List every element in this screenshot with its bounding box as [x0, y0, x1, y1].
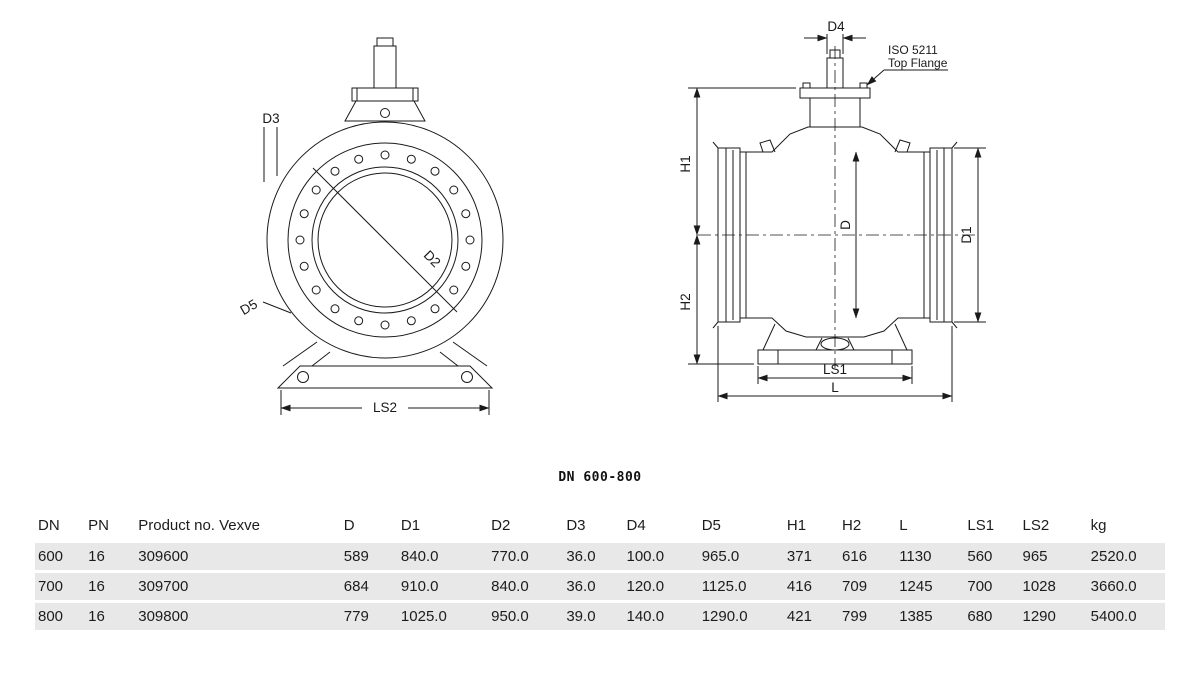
dim-label-h2: H2 — [678, 293, 693, 310]
table-cell: 965.0 — [698, 543, 784, 573]
column-header: D1 — [400, 517, 421, 534]
table-cell: 950.0 — [488, 601, 564, 633]
table-cell: 800 — [35, 601, 86, 633]
table-cell: 5400.0 — [1087, 601, 1165, 633]
column-header: D5 — [701, 517, 721, 534]
table-cell: 1385 — [896, 601, 965, 633]
dim-label-ls1: LS1 — [823, 362, 847, 377]
table-cell: 840.0 — [488, 571, 564, 603]
column-header: D — [343, 517, 355, 534]
column-header: D2 — [491, 517, 511, 534]
table-cell: 16 — [85, 601, 136, 633]
dim-label-d1: D1 — [959, 226, 974, 243]
column-header: L — [899, 517, 908, 534]
dim-label-h1: H1 — [678, 155, 693, 172]
table-cell: 1290.0 — [698, 601, 784, 633]
column-header: PN — [88, 517, 109, 534]
iso-annotation-line2: Top Flange — [888, 56, 948, 70]
spec-table-header-row: DN PN Product no. Vexve D D1 D2 D3 D4 D5 H1 H2 L LS1… — [35, 512, 1165, 543]
side-dimensions — [688, 34, 986, 402]
right-lug — [894, 139, 911, 153]
table-cell: 421 — [783, 601, 840, 633]
table-cell: 910.0 — [397, 571, 489, 603]
table-cell: 2520.0 — [1087, 543, 1165, 573]
table-cell: 36.0 — [563, 571, 624, 603]
table-cell: 371 — [783, 543, 840, 573]
valve-drawing-svg: D3 D2 D5 LS2 D4 H1 H2 D D1 LS1 L ISO 521… — [238, 19, 986, 415]
table-cell: 1025.0 — [397, 601, 489, 633]
table-cell: 709 — [839, 571, 897, 603]
table-cell: 770.0 — [488, 543, 564, 573]
table-cell: 36.0 — [563, 543, 624, 573]
table-cell: 965 — [1019, 543, 1088, 573]
table-cell: 600 — [35, 543, 86, 573]
table-cell: 700 — [35, 571, 86, 603]
column-header: LS1 — [967, 517, 995, 534]
drawing-caption: DN 600-800 — [558, 470, 642, 485]
dim-label-d5: D5 — [238, 296, 260, 318]
table-cell: 16 — [85, 543, 136, 573]
mounting-base-front — [276, 341, 494, 389]
table-cell: 3660.0 — [1087, 571, 1165, 603]
column-header: kg — [1090, 517, 1107, 534]
mounting-base-side — [757, 323, 913, 365]
table-cell: 416 — [783, 571, 840, 603]
table-cell: 39.0 — [563, 601, 624, 633]
table-cell: 616 — [839, 543, 897, 573]
table-cell: 779 — [340, 601, 398, 633]
table-cell: 100.0 — [623, 543, 699, 573]
table-cell: 589 — [340, 543, 398, 573]
dim-label-l: L — [831, 380, 839, 395]
column-header: H2 — [842, 517, 862, 534]
bolt-holes — [295, 150, 475, 330]
stem-front — [344, 37, 426, 122]
bore-outer-circle — [311, 166, 459, 314]
table-cell: 1125.0 — [698, 571, 784, 603]
column-header: Product no. Vexve — [138, 517, 260, 534]
table-cell: 684 — [340, 571, 398, 603]
front-dimensions — [262, 127, 490, 415]
dim-label-d3: D3 — [262, 111, 279, 126]
flange-circle — [287, 142, 483, 338]
column-header: LS2 — [1022, 517, 1050, 534]
table-cell: 680 — [964, 601, 1020, 633]
table-cell: 700 — [964, 571, 1020, 603]
table-cell: 120.0 — [623, 571, 699, 603]
body-outer-circle — [266, 121, 504, 359]
table-cell: 16 — [85, 571, 136, 603]
table-cell: 309600 — [135, 543, 341, 573]
dim-label-d: D — [838, 220, 853, 230]
column-header: DN — [38, 517, 60, 534]
front-view — [266, 37, 504, 389]
table-cell: 1028 — [1019, 571, 1088, 603]
table-cell: 799 — [839, 601, 897, 633]
table-cell: 1130 — [896, 543, 965, 573]
table-cell: 140.0 — [623, 601, 699, 633]
table-cell: 309700 — [135, 571, 341, 603]
table-cell: 1245 — [896, 571, 965, 603]
table-cell: 1290 — [1019, 601, 1088, 633]
dim-label-ls2: LS2 — [373, 400, 397, 415]
table-cell: 560 — [964, 543, 1020, 573]
bore-inner-circle — [317, 172, 453, 308]
diagonal-centerline — [312, 167, 458, 313]
table-cell: 309800 — [135, 601, 341, 633]
spec-table: DN PN Product no. Vexve D D1 D2 D3 D4 D5 H1 H2 L LS1… — [35, 512, 1165, 633]
column-header: H1 — [786, 517, 807, 534]
technical-drawing: D3 D2 D5 LS2 D4 H1 H2 D D1 LS1 L ISO 521… — [238, 19, 986, 415]
column-header: D3 — [566, 517, 586, 534]
side-view — [712, 49, 958, 365]
left-lug — [759, 139, 776, 153]
column-header: D4 — [626, 517, 646, 534]
centerlines — [698, 46, 978, 368]
table-cell: 840.0 — [397, 543, 489, 573]
dim-label-d2: D2 — [421, 247, 444, 270]
dim-label-d4: D4 — [827, 19, 845, 34]
iso-annotation-line1: ISO 5211 — [888, 43, 938, 57]
